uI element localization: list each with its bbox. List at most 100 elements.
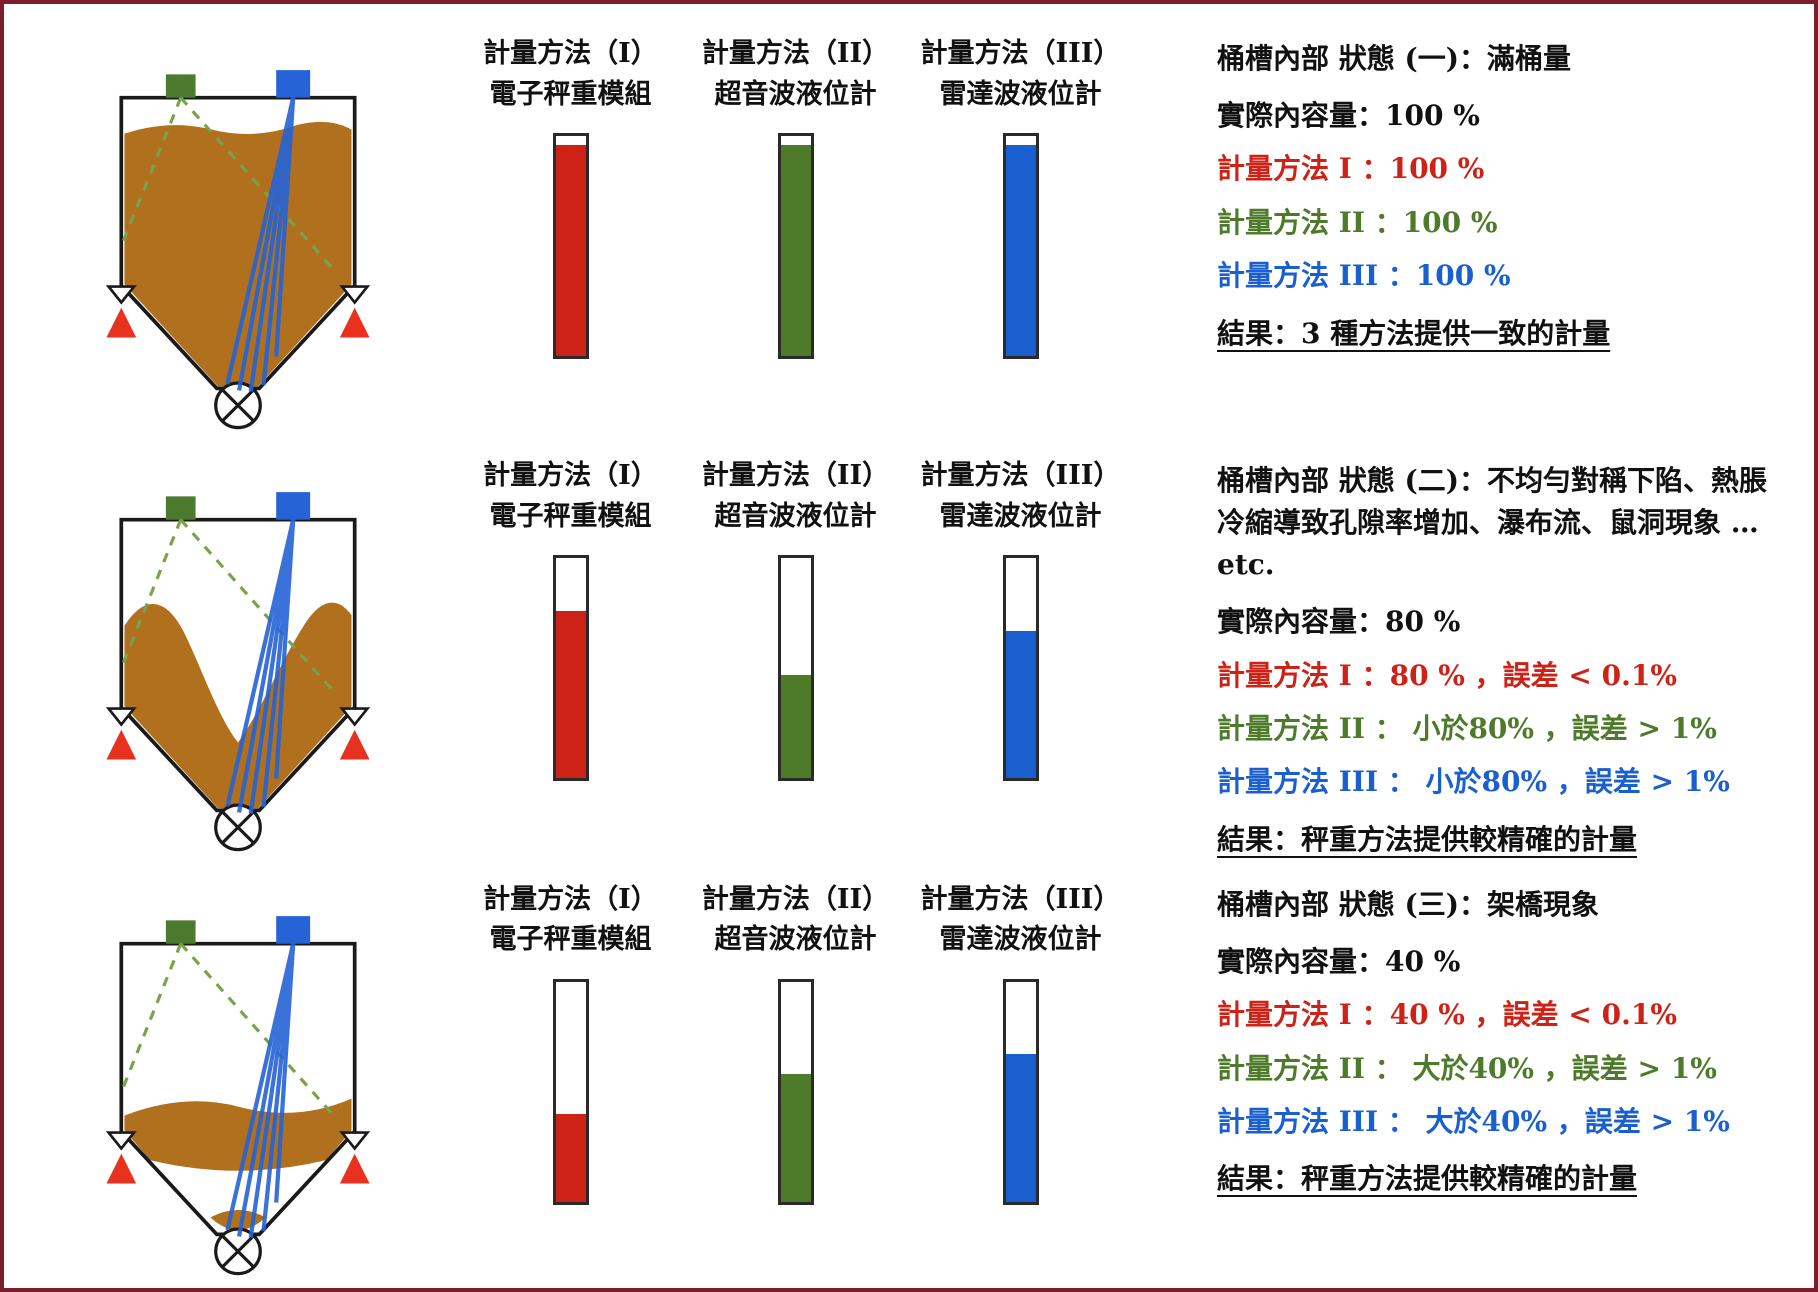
silo-illustration-full: [18, 12, 458, 434]
method-2-title: 計量方法（II）: [701, 38, 890, 69]
discharge-valve-icon: [214, 1227, 262, 1276]
scenario-row-bridging: 計量方法（I） 電子秤重模組 計量方法（II） 超音波液位計 計量方法（III）…: [18, 858, 1800, 1280]
method-3-title: 計量方法（III）: [920, 38, 1121, 69]
method-1-column: 計量方法（I） 電子秤重模組: [458, 858, 683, 1205]
method-2-column: 計量方法（II） 超音波液位計: [683, 858, 908, 1205]
result-line: 結果：3 種方法提供一致的計量: [1217, 316, 1611, 350]
support-bracket-icon: [105, 707, 137, 727]
state-heading: 桶槽內部 狀態 (三)：架橋現象: [1217, 887, 1599, 921]
load-cell-icon: [339, 1153, 370, 1184]
material-fill: [124, 121, 352, 387]
method-1-column: 計量方法（I） 電子秤重模組: [458, 12, 683, 359]
level-bar-method-1: [552, 978, 589, 1205]
level-bar-fill: [780, 144, 811, 356]
method-1-reading: 計量方法 I ：100 %: [1217, 152, 1485, 186]
info-panel-concave: 桶槽內部 狀態 (二)：不均勻對稱下陷、熱脹冷縮導致孔隙率增加、瀑布流、鼠洞現象…: [1133, 434, 1800, 858]
silo-svg-concave: [105, 492, 371, 852]
method-3-title: 計量方法（III）: [920, 460, 1121, 492]
method-2-title: 計量方法（II）: [701, 883, 890, 915]
ultrasonic-sensor-icon: [165, 74, 196, 98]
method-1-subtitle: 電子秤重模組: [489, 924, 652, 956]
radar-sensor-icon: [276, 915, 311, 944]
level-bar-method-3: [1002, 555, 1039, 782]
support-bracket-icon: [339, 285, 371, 305]
result-line: 結果：秤重方法提供較精確的計量: [1217, 822, 1638, 856]
ultrasonic-beam: [119, 518, 337, 695]
method-2-column: 計量方法（II） 超音波液位計: [683, 12, 908, 359]
method-3-column: 計量方法（III） 雷達波液位計: [908, 434, 1133, 782]
material-fill: [124, 602, 352, 809]
support-bracket-icon: [339, 1130, 371, 1151]
silo-svg-bridging: [105, 915, 371, 1276]
support-bracket-icon: [339, 707, 371, 727]
level-bar-fill: [1005, 630, 1036, 779]
radar-beam: [225, 943, 296, 1238]
method-2-subtitle: 超音波液位計: [714, 924, 877, 956]
method-3-subtitle: 雷達波液位計: [939, 500, 1102, 532]
actual-content-line: 實際內容量：80 %: [1217, 605, 1461, 639]
level-bar-method-1: [552, 133, 589, 359]
method-2-reading: 計量方法 II ： 小於80% ，誤差 > 1%: [1217, 712, 1717, 745]
level-bar-method-3: [1002, 133, 1039, 359]
method-1-subtitle: 電子秤重模組: [489, 78, 652, 110]
method-2-reading: 計量方法 II ：100 %: [1217, 205, 1498, 239]
level-bar-method-2: [777, 133, 814, 359]
method-3-reading: 計量方法 III ： 大於40% ，誤差 > 1%: [1217, 1104, 1730, 1138]
silo-illustration-bridging: [18, 858, 458, 1280]
method-3-column: 計量方法（III） 雷達波液位計: [908, 858, 1133, 1205]
method-3-title: 計量方法（III）: [920, 883, 1121, 915]
radar-sensor-icon: [276, 492, 311, 520]
material-fill: [124, 1098, 352, 1171]
level-bar-fill: [780, 674, 811, 779]
level-bar-fill: [1005, 1054, 1036, 1202]
level-bar-fill: [555, 1113, 586, 1202]
method-2-reading: 計量方法 II ： 大於40% ，誤差 > 1%: [1217, 1051, 1717, 1085]
method-1-reading: 計量方法 I ：80 % ，誤差 < 0.1%: [1217, 658, 1677, 692]
info-panel-bridging: 桶槽內部 狀態 (三)：架橋現象 實際內容量：40 % 計量方法 I ：40 %…: [1133, 858, 1800, 1198]
ultrasonic-beam: [119, 96, 337, 273]
level-bar-fill: [555, 144, 586, 356]
method-2-title: 計量方法（II）: [701, 460, 890, 492]
load-cell-icon: [106, 729, 137, 760]
method-3-reading: 計量方法 III ：100 %: [1217, 259, 1511, 293]
level-bar-fill: [1005, 144, 1036, 356]
actual-content-line: 實際內容量：100 %: [1217, 99, 1480, 132]
method-2-column: 計量方法（II） 超音波液位計: [683, 434, 908, 782]
scenario-row-concave: 計量方法（I） 電子秤重模組 計量方法（II） 超音波液位計 計量方法（III）…: [18, 434, 1800, 858]
load-cell-icon: [106, 307, 137, 338]
method-3-subtitle: 雷達波液位計: [939, 924, 1102, 956]
load-cell-icon: [106, 1153, 137, 1184]
actual-content-line: 實際內容量：40 %: [1217, 944, 1461, 978]
scenario-row-full: 計量方法（I） 電子秤重模組 計量方法（II） 超音波液位計 計量方法（III）…: [18, 12, 1800, 434]
method-1-title: 計量方法（I）: [483, 883, 658, 915]
material-fill-bottom: [210, 1209, 266, 1230]
load-cell-icon: [339, 729, 370, 760]
method-2-subtitle: 超音波液位計: [714, 78, 877, 110]
state-heading: 桶槽內部 狀態 (一)：滿桶量: [1217, 42, 1571, 75]
method-3-subtitle: 雷達波液位計: [939, 78, 1102, 110]
method-1-title: 計量方法（I）: [483, 460, 658, 492]
discharge-valve-icon: [214, 803, 262, 852]
method-1-reading: 計量方法 I ：40 % ，誤差 < 0.1%: [1217, 998, 1677, 1032]
radar-beam: [225, 519, 296, 815]
support-bracket-icon: [105, 285, 137, 305]
method-1-column: 計量方法（I） 電子秤重模組: [458, 434, 683, 782]
level-bar-method-2: [777, 978, 814, 1205]
ultrasonic-sensor-icon: [165, 496, 196, 520]
method-3-column: 計量方法（III） 雷達波液位計: [908, 12, 1133, 359]
level-bar-method-3: [1002, 978, 1039, 1205]
discharge-valve-icon: [214, 381, 262, 430]
support-bracket-icon: [105, 1130, 137, 1151]
silo-svg-full: [105, 70, 371, 430]
silo-illustration-concave: [18, 434, 458, 856]
level-bar-method-1: [552, 555, 589, 782]
result-line: 結果：秤重方法提供較精確的計量: [1217, 1162, 1638, 1196]
level-bar-fill: [555, 611, 586, 779]
load-cell-icon: [339, 307, 370, 338]
ultrasonic-sensor-icon: [165, 920, 196, 944]
radar-sensor-icon: [276, 70, 311, 98]
method-3-reading: 計量方法 III ： 小於80% ，誤差 > 1%: [1217, 765, 1730, 799]
method-2-subtitle: 超音波液位計: [714, 500, 877, 532]
method-1-title: 計量方法（I）: [483, 38, 658, 69]
